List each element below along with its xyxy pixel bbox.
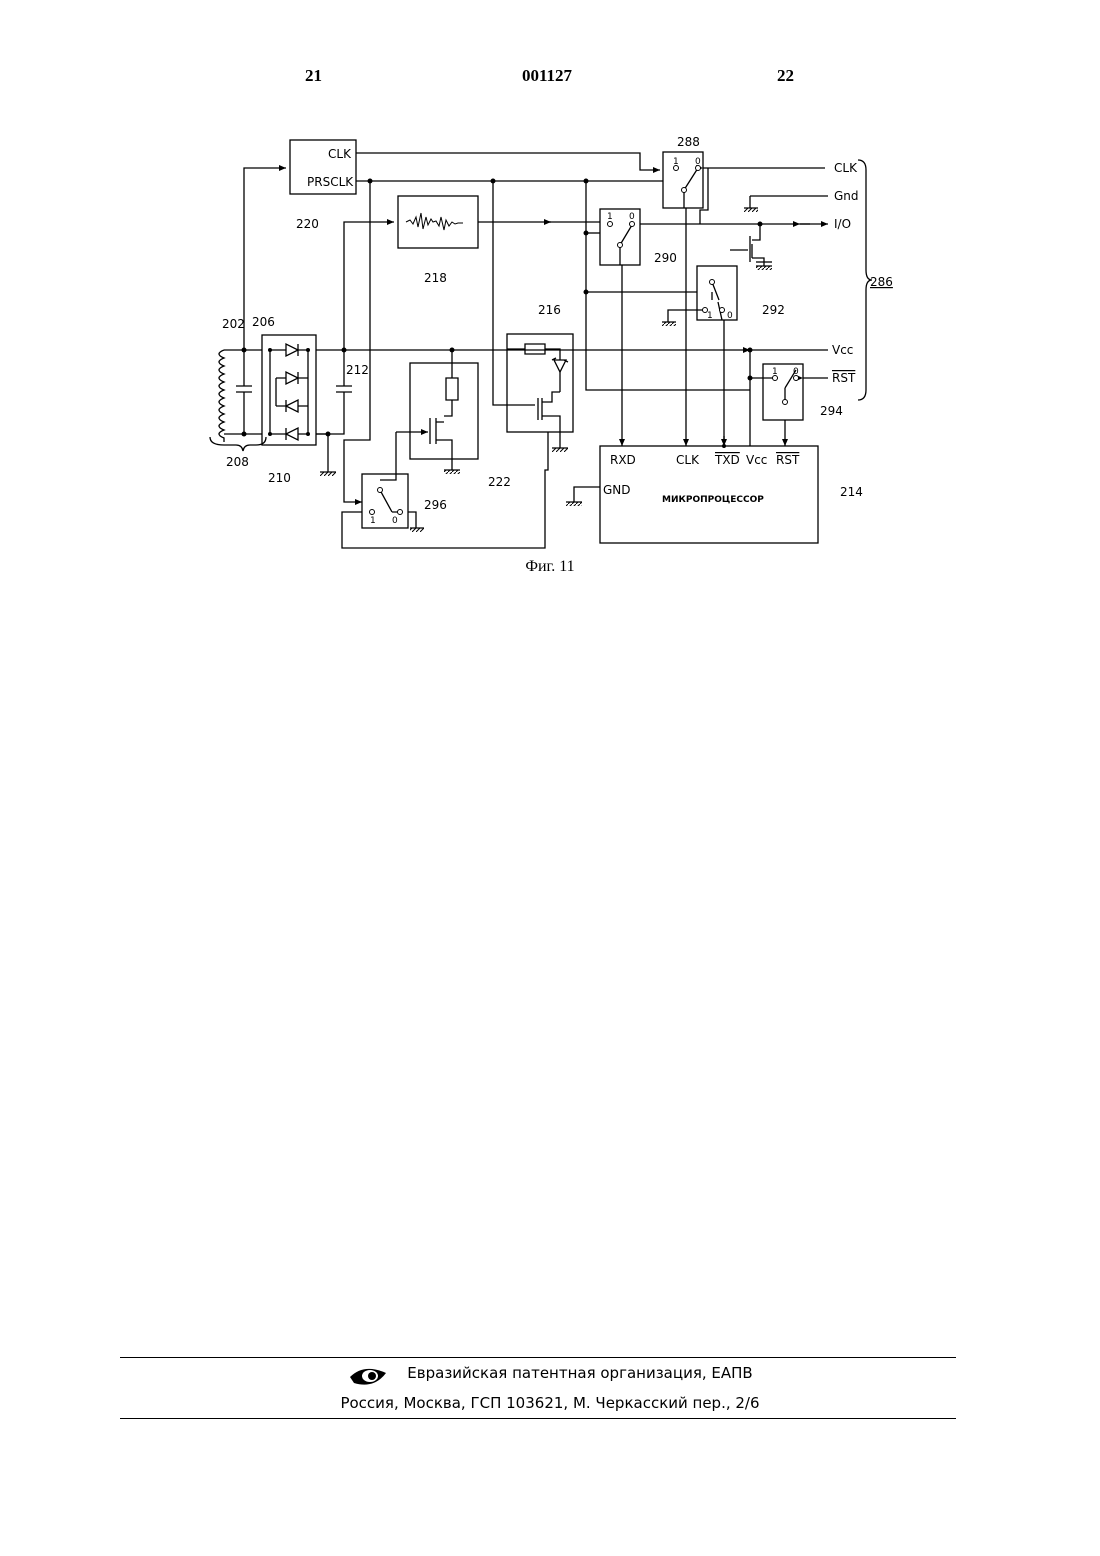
- label-clk-220: CLK: [328, 147, 352, 161]
- switch-mark-1: 1: [772, 367, 778, 377]
- circuit-diagram: CLK PRSCLK 220 218 216 202 206 212 208 2…: [0, 0, 1100, 560]
- ref-220: 220: [296, 217, 319, 231]
- terminal-io: I/O: [834, 217, 851, 231]
- pin-clk: CLK: [676, 453, 700, 467]
- modulator-block: [410, 363, 478, 459]
- mcu-title: МИКРОПРОЦЕССОР: [662, 495, 764, 505]
- ref-296: 296: [424, 498, 447, 512]
- ref-286: 286: [870, 275, 893, 289]
- ref-208: 208: [226, 455, 249, 469]
- ref-292: 292: [762, 303, 785, 317]
- switch-mark-1: 1: [370, 516, 376, 526]
- switch-mark-0: 0: [793, 367, 799, 377]
- ref-222: 222: [488, 475, 511, 489]
- switch-mark-0: 0: [695, 157, 701, 167]
- ref-288: 288: [677, 135, 700, 149]
- footer-organization: Евразийская патентная организация, ЕАПВ: [0, 1364, 1100, 1382]
- ref-210: 210: [268, 471, 291, 485]
- ref-218: 218: [424, 271, 447, 285]
- switch-mark-1: 1: [707, 311, 713, 321]
- ref-206: 206: [252, 315, 275, 329]
- ref-290: 290: [654, 251, 677, 265]
- footer-rule-bottom: [120, 1418, 956, 1419]
- noise-waveform: [406, 213, 463, 230]
- switch-296: [362, 474, 408, 528]
- antenna-coil: [219, 350, 224, 442]
- footer-address: Россия, Москва, ГСП 103621, М. Черкасски…: [0, 1394, 1100, 1412]
- ref-216: 216: [538, 303, 561, 317]
- pin-txd: TXD: [714, 453, 740, 467]
- terminal-gnd: Gnd: [834, 189, 859, 203]
- ref-202: 202: [222, 317, 245, 331]
- ref-294: 294: [820, 404, 843, 418]
- terminal-clk: CLK: [834, 161, 858, 175]
- label-prsclk: PRSCLK: [307, 175, 354, 189]
- switch-mark-0: 0: [727, 311, 733, 321]
- switch-mark-1: 1: [673, 157, 679, 167]
- noise-generator-block: [398, 196, 478, 248]
- terminal-rst: RST: [832, 371, 856, 385]
- pin-rst: RST: [776, 453, 800, 467]
- switch-mark-0: 0: [629, 212, 635, 222]
- figure-caption: Фиг. 11: [0, 558, 1100, 576]
- footer-rule-top: [120, 1357, 956, 1358]
- terminal-vcc: Vcc: [832, 343, 853, 357]
- ref-212: 212: [346, 363, 369, 377]
- ref-214: 214: [840, 485, 863, 499]
- pin-rxd: RXD: [610, 453, 636, 467]
- switch-mark-1: 1: [607, 212, 613, 222]
- pin-gnd: GND: [603, 483, 631, 497]
- pin-vcc: Vcc: [746, 453, 767, 467]
- ground-symbols: [320, 208, 772, 532]
- switch-mark-0: 0: [392, 516, 398, 526]
- junction-dots: [242, 179, 763, 449]
